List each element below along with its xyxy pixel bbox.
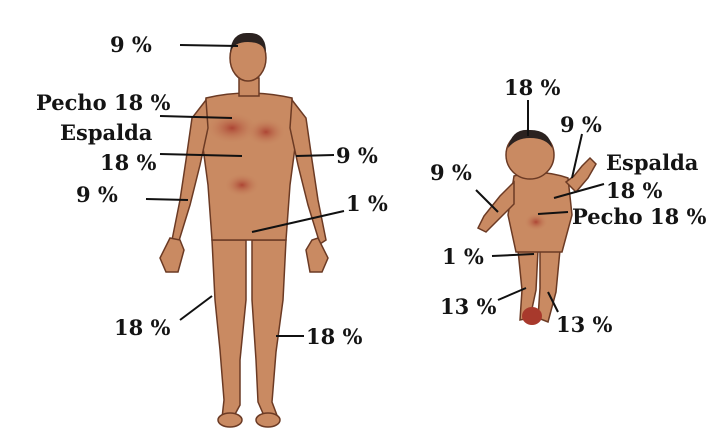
adult-figure — [160, 35, 328, 427]
child-foot-burn — [522, 307, 542, 325]
child-right-leg-label: 13 % — [556, 314, 613, 335]
adult-right-hand — [160, 238, 184, 272]
adult-right-leg-leader — [180, 296, 212, 320]
child-left-arm-label: 9 % — [560, 114, 602, 135]
adult-left-arm-leader — [296, 155, 334, 156]
adult-right-leg — [252, 240, 286, 418]
adult-right-arm — [172, 100, 208, 244]
child-chest-burn — [524, 213, 548, 231]
adult-chest-burn-2 — [246, 118, 286, 146]
adult-left-hand — [306, 238, 328, 272]
adult-abdomen-burn — [224, 173, 260, 197]
child-head-label: 18 % — [504, 77, 561, 98]
child-left-leg-label: 13 % — [440, 296, 497, 317]
adult-right-arm-label: 9 % — [76, 184, 118, 205]
adult-right-foot — [256, 413, 280, 427]
adult-left-leg — [212, 240, 246, 418]
child-right-arm-label: 9 % — [430, 162, 472, 183]
child-genitals-label: 1 % — [442, 246, 484, 267]
child-right-arm-leader — [476, 190, 498, 212]
adult-right-leg-label: 18 % — [114, 317, 171, 338]
adult-right-arm-leader — [146, 199, 188, 200]
adult-back-value: 18 % — [100, 152, 157, 173]
adult-head-label: 9 % — [110, 34, 152, 55]
child-right-arm — [478, 182, 514, 232]
adult-left-foot — [218, 413, 242, 427]
adult-head-leader — [180, 45, 238, 46]
adult-genitals-label: 1 % — [346, 193, 388, 214]
adult-left-arm-label: 9 % — [336, 145, 378, 166]
adult-back-word: Espalda — [60, 122, 152, 143]
child-back-word: Espalda — [606, 152, 698, 173]
child-back-value: 18 % — [606, 180, 663, 201]
adult-left-leg-label: 18 % — [306, 326, 363, 347]
adult-chest-label: Pecho 18 % — [36, 92, 170, 113]
adult-torso — [202, 93, 296, 240]
child-chest-label: Pecho 18 % — [572, 206, 706, 227]
